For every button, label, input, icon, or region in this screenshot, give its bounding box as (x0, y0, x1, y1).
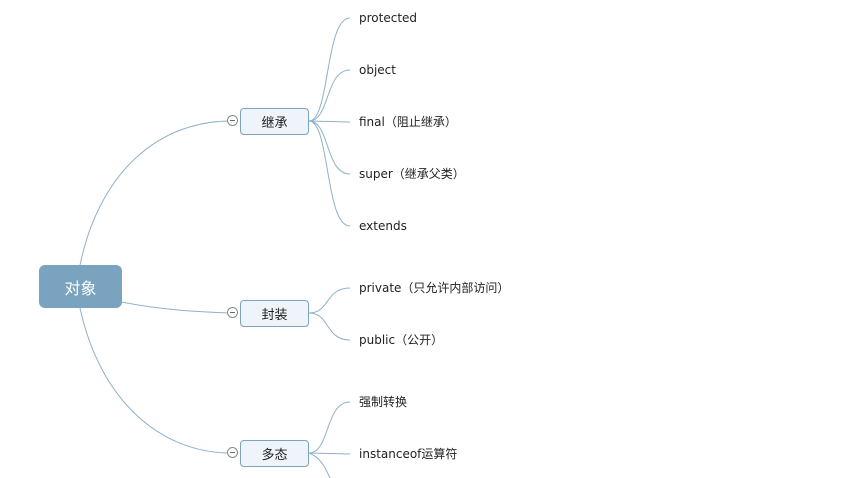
leaf-node-object[interactable]: object (359, 63, 396, 77)
leaf-node-public[interactable]: public（公开） (359, 333, 444, 347)
collapse-toggle-inheritance[interactable] (227, 115, 238, 126)
leaf-node-protected[interactable]: protected (359, 11, 418, 25)
connector-inheritance-object (308, 69, 351, 122)
collapse-toggle-polymorphism[interactable] (227, 447, 238, 458)
leaf-node-final[interactable]: final（阻止继承） (359, 115, 457, 129)
leaf-node-instanceof[interactable]: instanceof运算符 (359, 447, 458, 461)
connector-root-inheritance (79, 120, 232, 266)
connector-root-encapsulation (121, 301, 232, 314)
connector-inheritance-extends (308, 120, 351, 227)
root-node-object[interactable]: 对象 (39, 265, 122, 308)
connector-encapsulation-private (308, 287, 351, 314)
connector-polymorphism-more (308, 452, 331, 478)
connector-polymorphism-cast (308, 401, 351, 454)
collapse-toggle-encapsulation[interactable] (227, 307, 238, 318)
leaf-node-type-cast[interactable]: 强制转换 (359, 395, 408, 409)
leaf-node-super[interactable]: super（继承父类） (359, 167, 465, 181)
branch-node-encapsulation[interactable]: 封装 (240, 300, 309, 327)
branch-node-inheritance[interactable]: 继承 (240, 108, 309, 135)
connector-polymorphism-instanceof (308, 452, 351, 455)
leaf-node-extends[interactable]: extends (359, 219, 407, 233)
connector-inheritance-protected (308, 17, 351, 122)
connector-encapsulation-public (308, 312, 351, 341)
branch-node-polymorphism[interactable]: 多态 (240, 440, 309, 467)
leaf-node-private[interactable]: private（只允许内部访问） (359, 281, 510, 295)
connector-inheritance-super (308, 120, 351, 175)
connector-inheritance-final (308, 120, 351, 123)
connector-root-polymorphism (79, 307, 232, 454)
